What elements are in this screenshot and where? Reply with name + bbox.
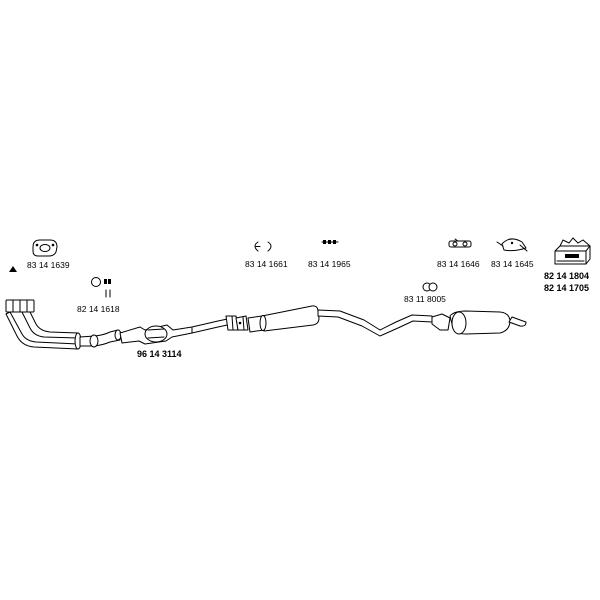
- centre-silencer: [247, 305, 320, 333]
- part-number-bracket: 83 14 1646: [437, 259, 480, 269]
- part-number-mount-kit-2: 82 14 1705: [544, 283, 589, 293]
- flex-pipe: [79, 329, 122, 348]
- part-number-catalytic-converter: 96 14 3114: [137, 349, 182, 359]
- rear-silencer: [431, 310, 527, 335]
- rubber-ring-icon: [422, 282, 438, 292]
- bracket-icon: [448, 238, 472, 248]
- part-number-clamp-small: 83 14 1661: [245, 259, 288, 269]
- gasket-icon: [32, 239, 58, 257]
- bolts-icon: [321, 240, 339, 244]
- part-number-mount-kit-1: 82 14 1804: [544, 271, 589, 281]
- part-number-rubber-ring: 83 11 8005: [404, 294, 446, 304]
- part-number-clamp-strap: 83 14 1645: [491, 259, 534, 269]
- clamp-icon: [254, 241, 272, 252]
- seal-ring-icon: [91, 277, 111, 298]
- part-number-seal-ring: 82 14 1618: [77, 304, 120, 314]
- front-downpipe: [5, 299, 82, 350]
- part-number-gasket-front: 83 14 1639: [27, 260, 70, 270]
- catalytic-converter: [119, 324, 193, 345]
- part-number-bolts: 83 14 1965: [308, 259, 351, 269]
- middle-pipe: [191, 317, 233, 334]
- strap-clamp-icon: [496, 238, 528, 252]
- pipe-joint: [225, 315, 249, 331]
- mounting-kit-box-icon: [554, 237, 591, 265]
- rear-pipe: [317, 309, 433, 337]
- triangle-icon: [9, 266, 17, 272]
